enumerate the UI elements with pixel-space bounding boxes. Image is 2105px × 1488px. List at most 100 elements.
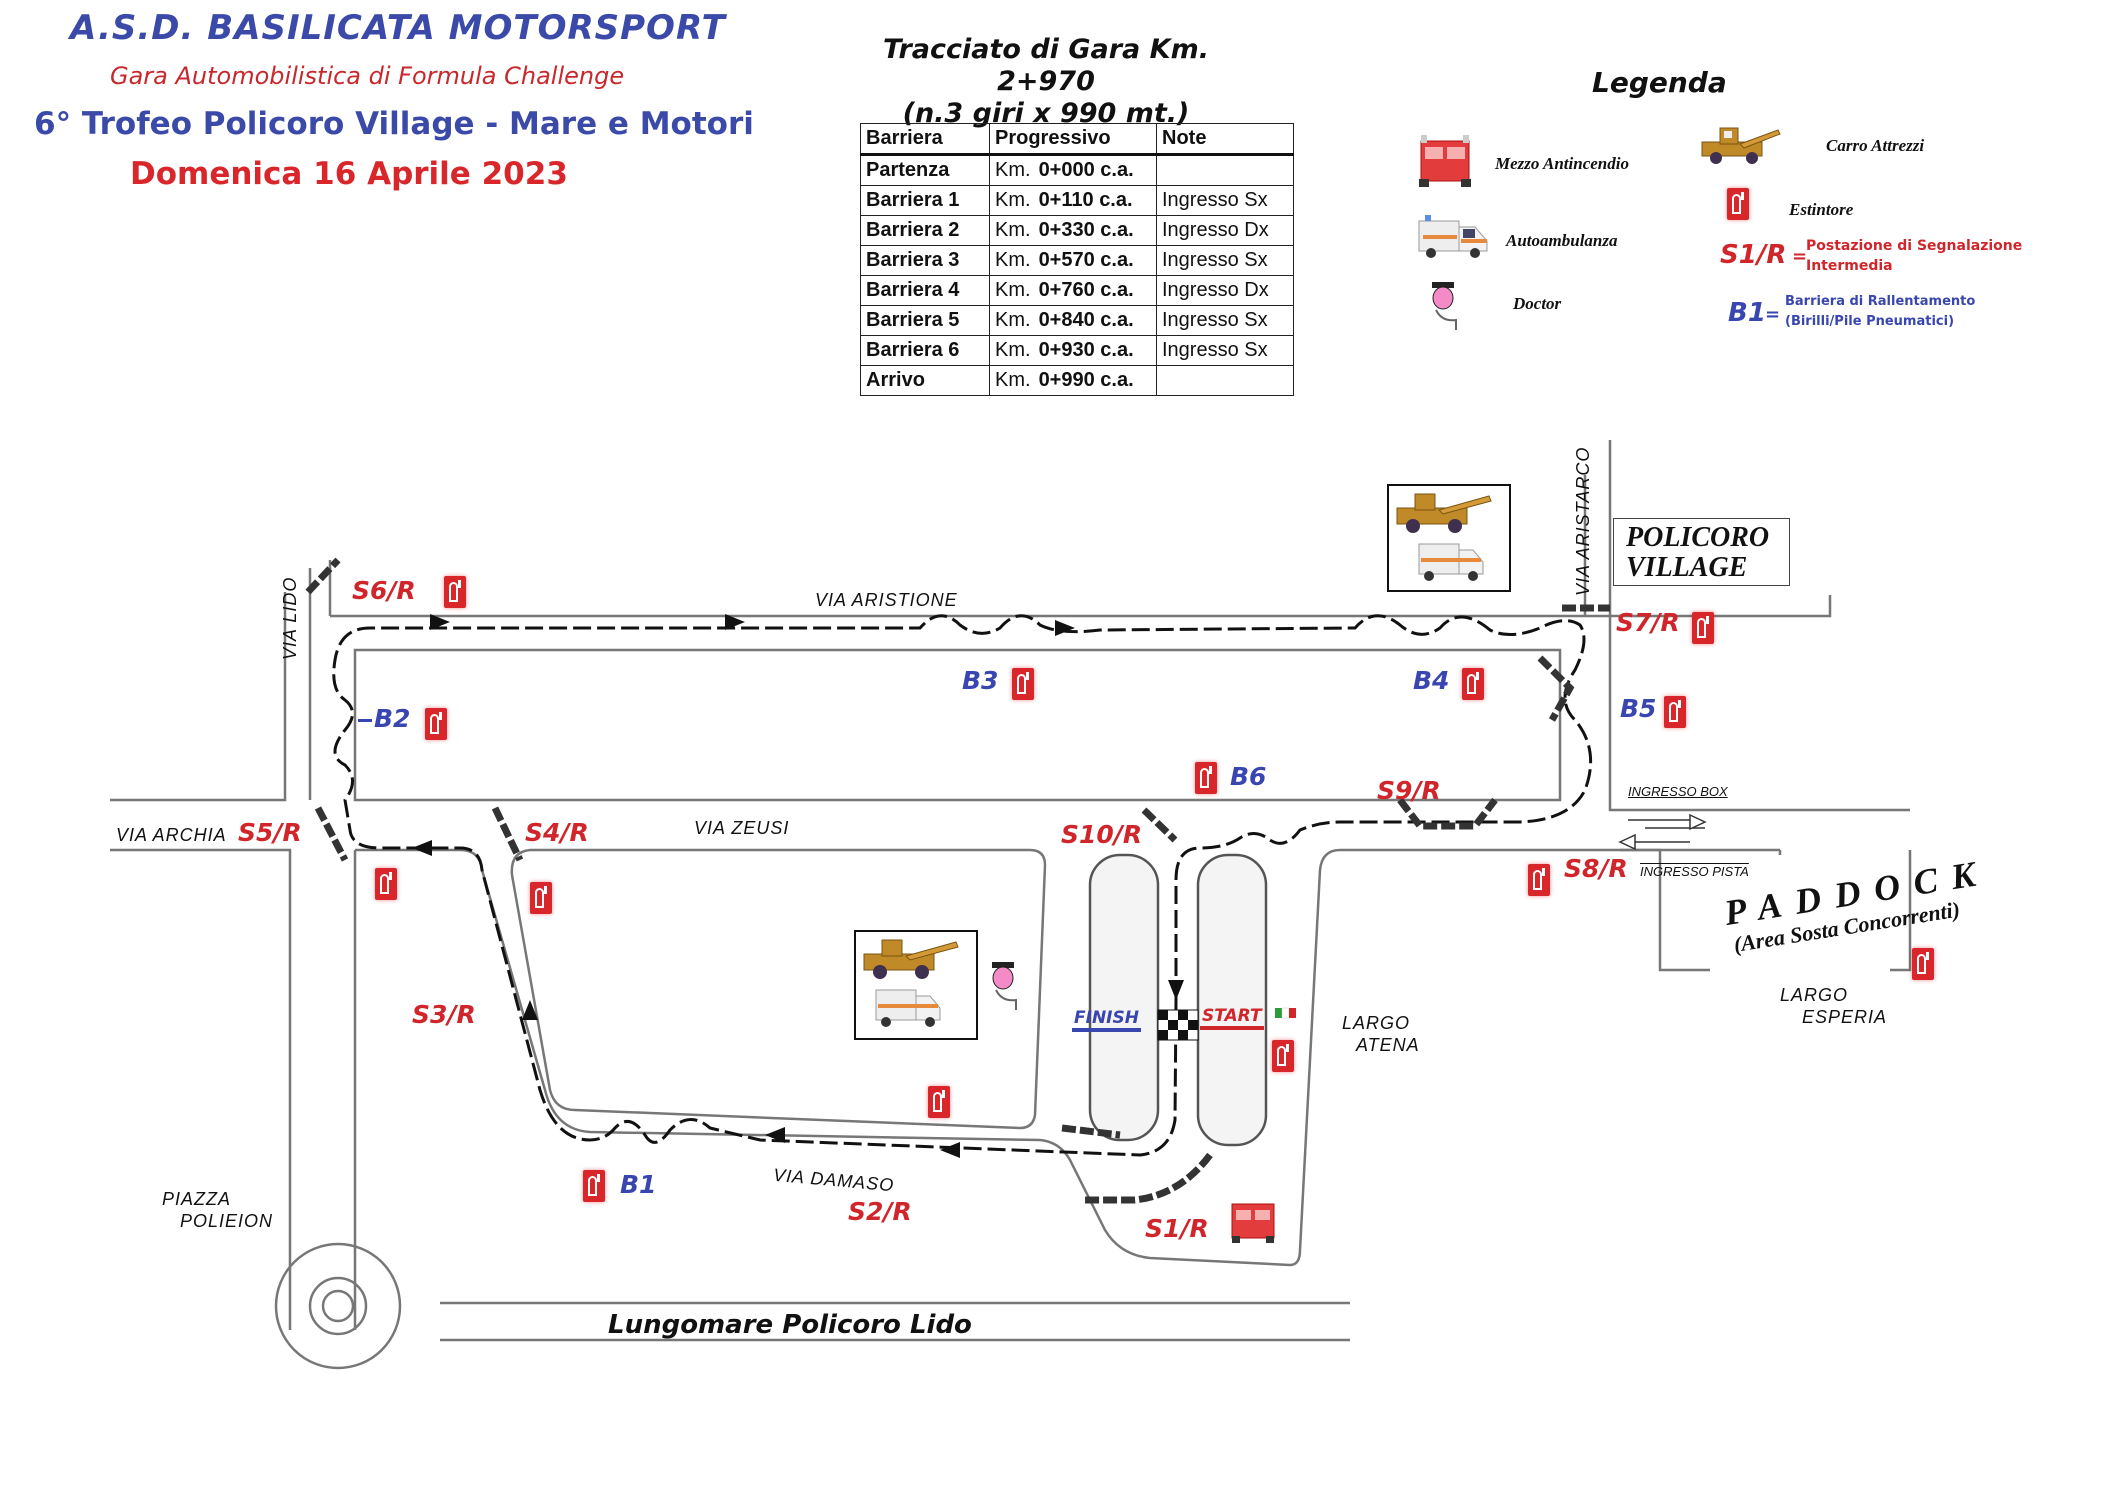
km-value: 0+760 c.a. [1038, 279, 1134, 301]
fire-extinguisher-icon [583, 1170, 605, 1202]
note-cell: Ingresso Sx [1156, 335, 1294, 366]
fire-extinguisher-icon [1692, 612, 1714, 644]
street-label-line: LARGO [1780, 985, 1849, 1005]
km-prefix: Km. [995, 279, 1031, 301]
legend-station-eq: = [1792, 246, 1808, 267]
barrier-name-cell: Partenza [860, 154, 990, 186]
note-cell: Ingresso Dx [1156, 215, 1294, 246]
progressive-cell: Km.0+110 c.a. [989, 185, 1157, 216]
legend-barrier-desc-line: (Birilli/Pile Pneumatici) [1785, 314, 1955, 329]
fire-extinguisher-icon [1528, 864, 1550, 896]
progressive-cell: Km. 0+930 c.a. [989, 335, 1157, 366]
barrier-b2: B2 [358, 704, 410, 733]
station-s3: S3/R [412, 1000, 476, 1029]
legend-label-tow-truck: Carro Attrezzi [1826, 136, 1925, 155]
legend-barrier-eq: = [1765, 304, 1781, 325]
km-prefix: Km. [995, 339, 1031, 361]
doctor-icon [992, 962, 1017, 1010]
street-largo-esperia: LARGO ESPERIA [1780, 984, 1887, 1028]
barrier-name-cell: Barriera 1 [860, 185, 990, 216]
progressive-cell: Km.0+990 c.a. [989, 365, 1157, 396]
fire-extinguisher-icon [1727, 188, 1749, 220]
note-cell: Ingresso Dx [1156, 275, 1294, 306]
progressive-cell: Km. 0+760 c.a. [989, 275, 1157, 306]
station-s8: S8/R [1564, 854, 1628, 883]
fire-extinguisher-icon [425, 708, 447, 740]
street-largo-atena: LARGO ATENA [1342, 1012, 1420, 1056]
legend-label-doctor: Doctor [1513, 294, 1562, 313]
column-header: Barriera [860, 123, 990, 156]
station-s7: S7/R [1616, 608, 1680, 637]
barrier-b1: B1 [620, 1170, 657, 1199]
note-cell: Ingresso Sx [1156, 305, 1294, 336]
legend-station-desc-line: Postazione di Segnalazione [1806, 238, 2023, 254]
street-via-lido: VIA LIDO [280, 576, 300, 660]
ambulance-icon [875, 989, 941, 1027]
station-s9: S9/R [1377, 776, 1441, 805]
street-piazza-polieion: PIAZZA POLIEION [162, 1188, 273, 1232]
legend-label-extinguisher: Estintore [1789, 200, 1854, 219]
tow-truck-icon [863, 939, 959, 1027]
km-prefix: Km. [995, 309, 1031, 331]
race-type: Gara Automobilistica di Formula Challeng… [110, 62, 625, 90]
street-label-line: LARGO [1342, 1013, 1411, 1033]
italian-flag-icon [1275, 1007, 1296, 1019]
fire-extinguisher-icon [375, 868, 397, 900]
km-value: 0+930 c.a. [1038, 339, 1134, 361]
station-s5: S5/R [238, 818, 302, 847]
street-lungomare: Lungomare Policoro Lido [608, 1310, 972, 1340]
km-value: 0+840 c.a. [1038, 309, 1134, 331]
start-line-label: START [1200, 1006, 1264, 1030]
ambulance-icon [1418, 543, 1484, 581]
station-s6: S6/R [352, 576, 416, 605]
ingresso-pista-label: INGRESSO PISTA [1640, 864, 1749, 879]
km-value: 0+330 c.a. [1038, 219, 1134, 241]
km-value: 0+110 c.a. [1038, 189, 1133, 211]
fire-extinguisher-icon [1272, 1040, 1294, 1072]
km-prefix: Km. [995, 219, 1031, 241]
road-closures [305, 557, 1610, 1204]
legend-barrier-desc-line: Barriera di Rallentamento [1785, 294, 1976, 309]
street-via-aristione: VIA ARISTIONE [815, 590, 958, 610]
legend-station-code: S1/R [1720, 240, 1787, 270]
column-header: Note [1156, 123, 1294, 156]
tow-ambulance-post-north [1387, 484, 1511, 592]
km-value: 0+570 c.a. [1038, 249, 1134, 271]
tow-truck-icon [1396, 493, 1492, 581]
street-outlines [110, 440, 1912, 1370]
note-cell [1156, 365, 1294, 396]
station-s10: S10/R [1061, 820, 1143, 849]
legend-barrier-desc: Barriera di Rallentamento (Birilli/Pile … [1785, 292, 1975, 332]
street-label-line: ATENA [1356, 1035, 1420, 1055]
street-label-line: ESPERIA [1802, 1007, 1888, 1027]
street-label-line: PIAZZA [162, 1189, 232, 1209]
organizer-title: A.S.D. BASILICATA MOTORSPORT [70, 8, 726, 48]
fire-extinguisher-icon [1195, 762, 1217, 794]
tow-truck-icon [1701, 127, 1781, 164]
barrier-name-cell: Barriera 6 [860, 335, 990, 366]
km-prefix: Km. [995, 249, 1031, 271]
doctor-icon [1432, 282, 1457, 330]
fire-extinguisher-icon [530, 882, 552, 914]
street-via-archia: VIA ARCHIA [116, 825, 227, 845]
legend-label-fire-truck: Mezzo Antincendio [1495, 154, 1629, 173]
track-title: Tracciato di Gara Km. 2+970 (n.3 giri x … [836, 34, 1256, 130]
fire-truck-icon [1419, 135, 1471, 187]
barrier-b6: B6 [1230, 762, 1267, 791]
street-label-line: POLIEION [180, 1211, 274, 1231]
legend-station-desc: Postazione di Segnalazione Intermedia [1806, 236, 2022, 276]
village-label-line: VILLAGE [1626, 552, 1748, 583]
fire-extinguisher-icon [1462, 668, 1484, 700]
fire-extinguisher-icon [444, 576, 466, 608]
progressive-cell: Km.0+000 c.a. [989, 154, 1157, 186]
barrier-b5: B5 [1620, 694, 1657, 723]
km-value: 0+990 c.a. [1038, 369, 1134, 391]
station-s1: S1/R [1145, 1214, 1209, 1243]
station-s2: S2/R [848, 1197, 912, 1226]
